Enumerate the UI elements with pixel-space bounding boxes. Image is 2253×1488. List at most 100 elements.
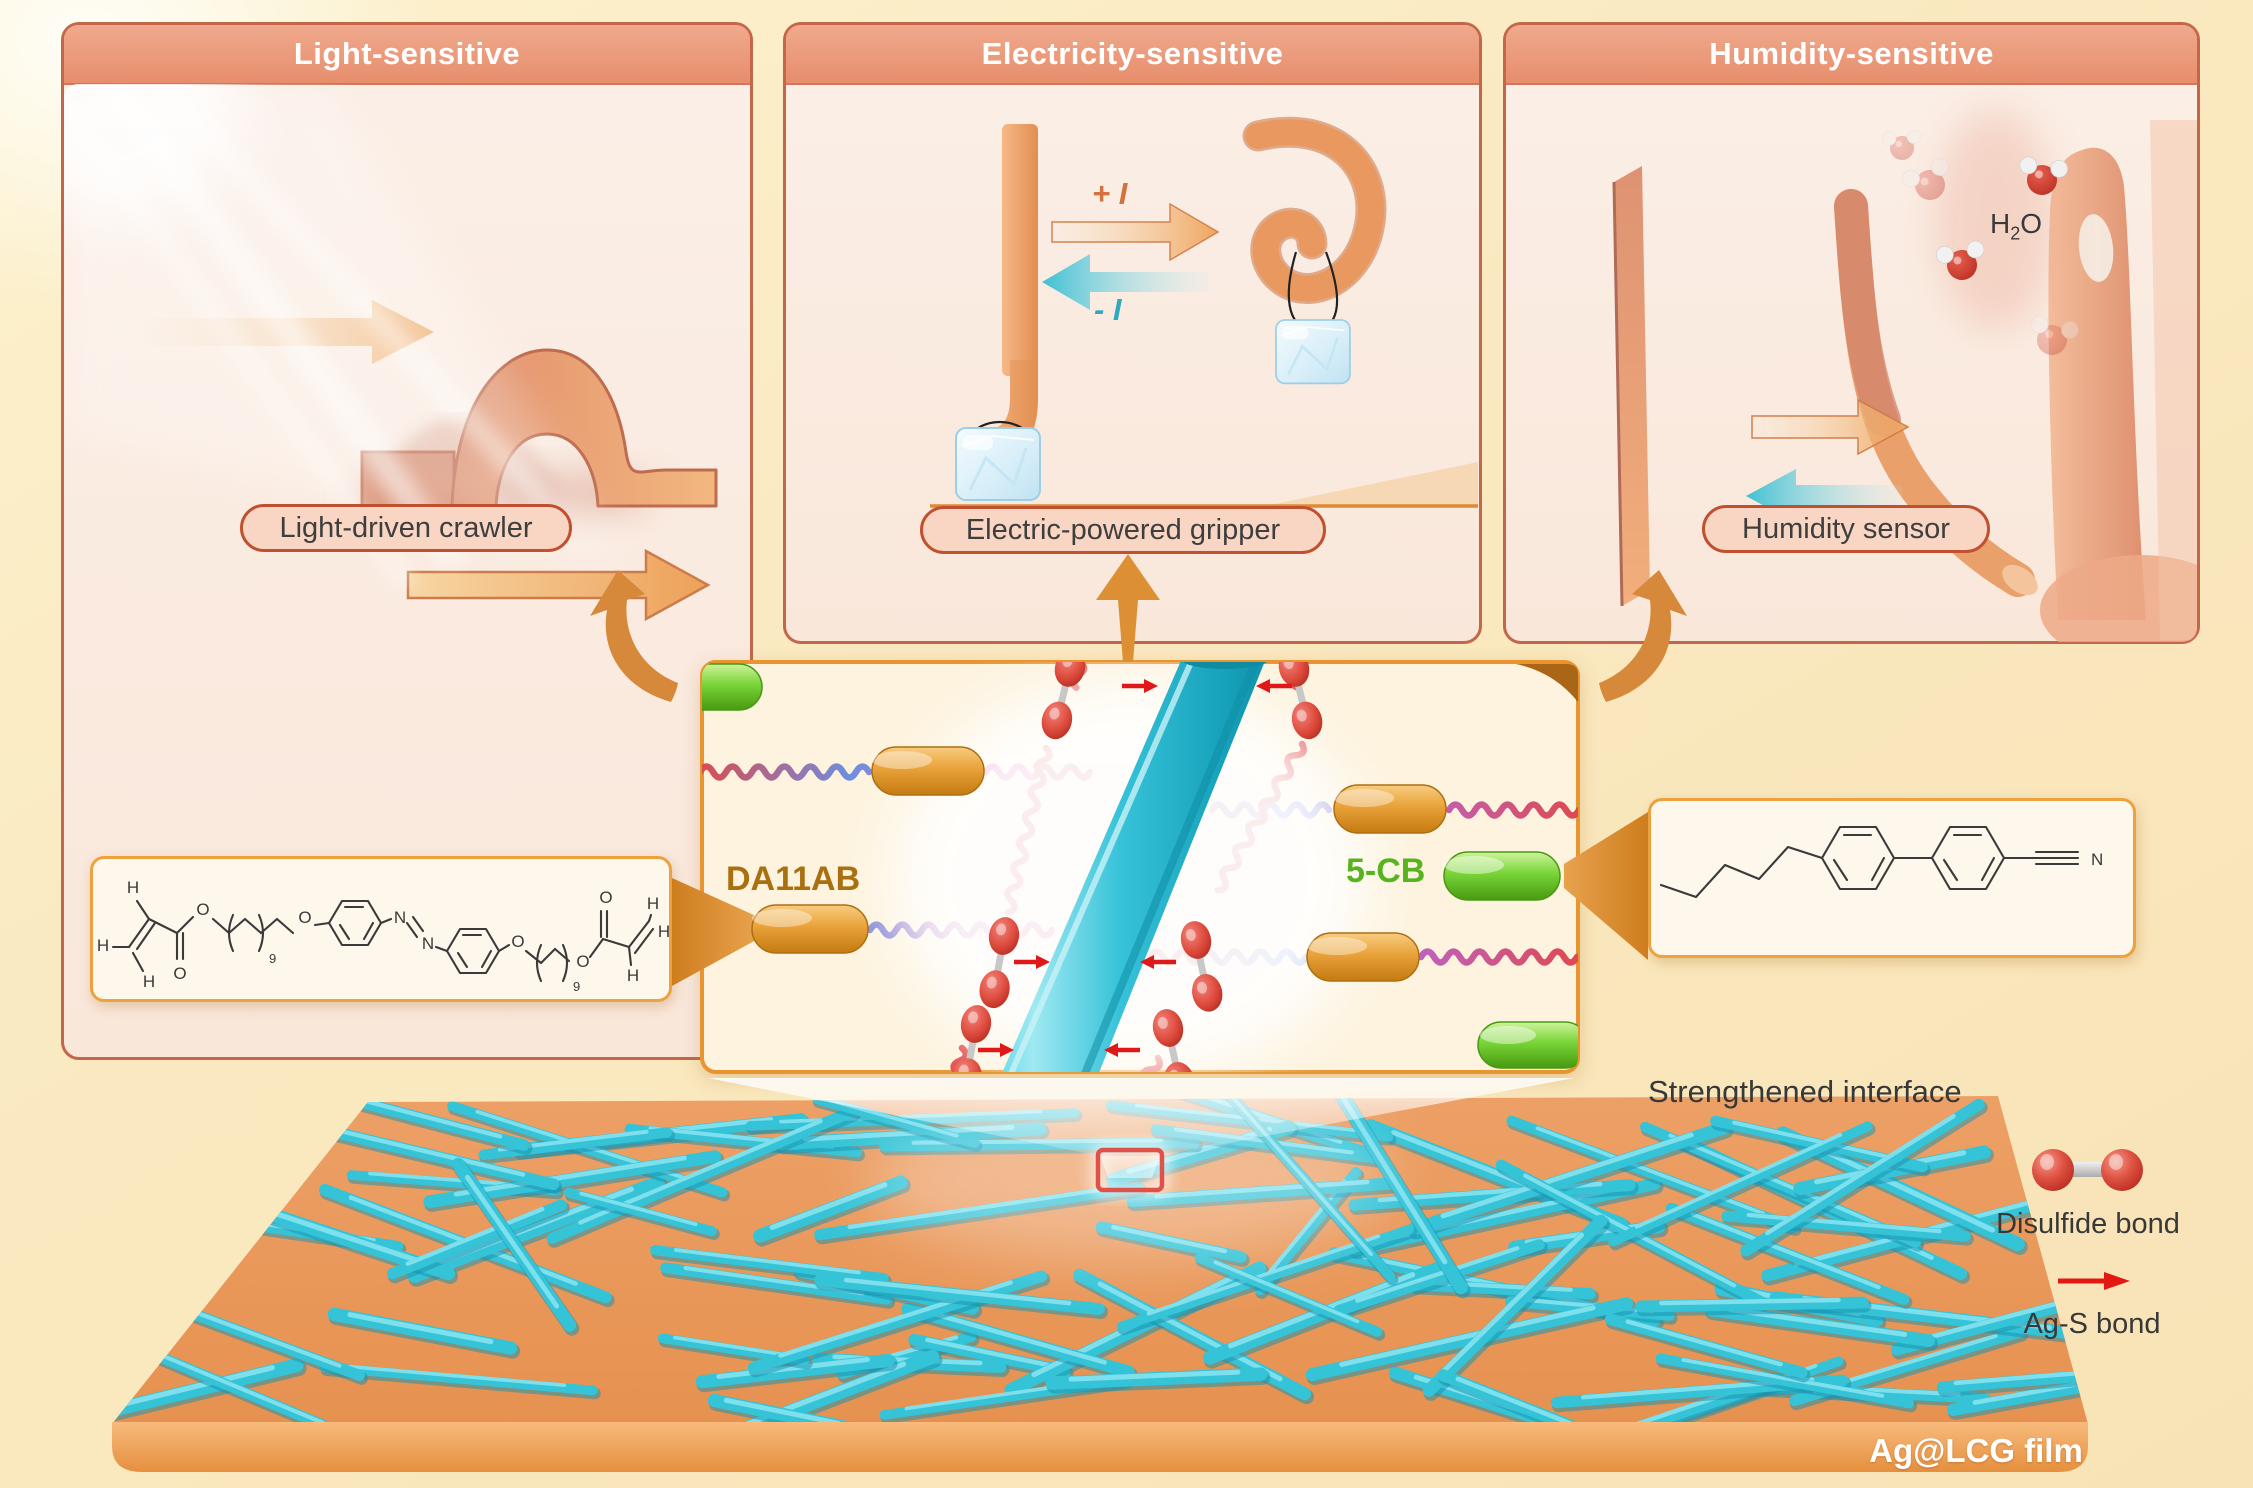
nanowire — [1681, 1138, 1971, 1284]
nanowire — [754, 1177, 911, 1247]
nanowire — [1597, 1373, 1786, 1424]
nanowire — [1150, 1124, 1381, 1164]
nanowire — [625, 1125, 865, 1162]
nanowire — [452, 1159, 580, 1336]
nanowire — [347, 1364, 567, 1387]
nanowire — [1232, 1096, 1374, 1257]
nanowire — [651, 1247, 892, 1288]
caption-text: Humidity sensor — [1742, 512, 1950, 545]
nanowire — [1972, 1366, 2088, 1405]
nanowire — [1655, 1353, 1915, 1409]
nanowire — [1598, 1375, 1789, 1424]
nanowire — [1507, 1117, 1802, 1237]
nanowire — [1455, 1376, 1595, 1424]
ag-lcg-film — [112, 1096, 2088, 1472]
nanowire — [512, 1113, 808, 1156]
nanowire — [112, 1360, 307, 1424]
nanowire — [1709, 1150, 1934, 1260]
nanowire — [1409, 1281, 1599, 1304]
nanowire — [497, 1129, 649, 1152]
nanowire — [1407, 1121, 1731, 1236]
nanowire — [424, 1152, 725, 1212]
5cb-structure-drawing: N — [1659, 825, 2103, 899]
nanowire — [695, 1353, 895, 1389]
ag-s-bond-label: Ag-S bond — [2023, 1308, 2161, 1340]
ag-s-bond-icon — [2058, 1272, 2130, 1290]
nanowire — [902, 1304, 1138, 1382]
nanowire — [513, 1115, 811, 1160]
nanowire — [453, 1155, 687, 1197]
nanowire — [266, 1113, 563, 1195]
nanowire — [648, 1126, 835, 1149]
silver-nanowire-network — [112, 1096, 2088, 1424]
nanowire — [1506, 1115, 1799, 1233]
atom-label: O — [599, 888, 612, 907]
nanowire — [1329, 1096, 1448, 1265]
nanowire — [324, 1096, 503, 1139]
nanowire — [1202, 1261, 1445, 1365]
nanowire — [193, 1212, 376, 1242]
nanowire — [1608, 1121, 1873, 1247]
nanowire — [1789, 1328, 2029, 1411]
nanowire — [815, 1276, 1108, 1320]
nanowire — [1715, 1283, 1887, 1331]
nanowire — [879, 1137, 1200, 1152]
nanowire — [1255, 1169, 1365, 1300]
nanowire — [1441, 1232, 1584, 1373]
nanowire — [171, 1210, 407, 1256]
nanowire — [1948, 1363, 2088, 1420]
nanowire — [1440, 1132, 1694, 1219]
panel-light-header: Light-sensitive — [64, 25, 750, 85]
nanowire — [708, 1395, 865, 1424]
nanowire — [318, 1183, 612, 1304]
nanowire — [295, 1118, 526, 1177]
nanowire — [1355, 1246, 1520, 1303]
nanowire — [245, 1202, 459, 1285]
nanowire — [1136, 1096, 1343, 1144]
nanowire — [1656, 1355, 1918, 1413]
nanowire — [1605, 1315, 1811, 1383]
nanowire — [1793, 1145, 1991, 1196]
nanowire — [302, 1096, 533, 1155]
nanowire — [578, 1118, 823, 1225]
nanowire — [1814, 1150, 1967, 1185]
nanowire — [1377, 1181, 1603, 1203]
nanowire — [547, 1107, 862, 1248]
nanowire — [1413, 1374, 1604, 1424]
nanowire — [1194, 1252, 1383, 1337]
nanowire — [1349, 1181, 1639, 1215]
nanowire — [880, 1139, 1203, 1156]
nanowire — [579, 1191, 698, 1227]
molecular-zoom-box — [700, 660, 1580, 1074]
nanowire — [655, 1349, 940, 1424]
nanowire — [1681, 1358, 1885, 1398]
nanowire — [847, 1187, 1107, 1230]
nanowire — [684, 1361, 907, 1424]
nanowire — [832, 1354, 983, 1366]
nanowire — [1334, 1241, 1548, 1320]
nanowire — [1623, 1358, 1847, 1424]
atom-label: 9 — [573, 979, 580, 994]
nanowire — [1550, 1374, 1849, 1409]
nanowire — [802, 1124, 1015, 1142]
nanowire — [1505, 1296, 1675, 1321]
nanowire — [320, 1364, 601, 1400]
atom-label: H — [97, 936, 109, 955]
nanowire — [1727, 1307, 1908, 1337]
nanowire — [1350, 1180, 1664, 1260]
nanowire — [1740, 1098, 1985, 1257]
nanowire — [112, 1365, 275, 1415]
nanowire — [1109, 1096, 1374, 1159]
nanowire — [624, 1123, 862, 1158]
nanowire — [1305, 1297, 1634, 1382]
nanowire — [1690, 1212, 1881, 1290]
panel-humidity-header: Humidity-sensitive — [1506, 25, 2197, 85]
caption-text: Light-driven crawler — [279, 511, 533, 544]
nanowire — [405, 1206, 545, 1266]
nanowire — [348, 1195, 578, 1286]
caption-electric-powered-gripper: Electric-powered gripper — [920, 506, 1326, 554]
nanowire — [1333, 1239, 1545, 1316]
nanowire — [1524, 1223, 1645, 1245]
nanowire — [1936, 1369, 2088, 1393]
nanowire — [813, 1354, 1010, 1377]
